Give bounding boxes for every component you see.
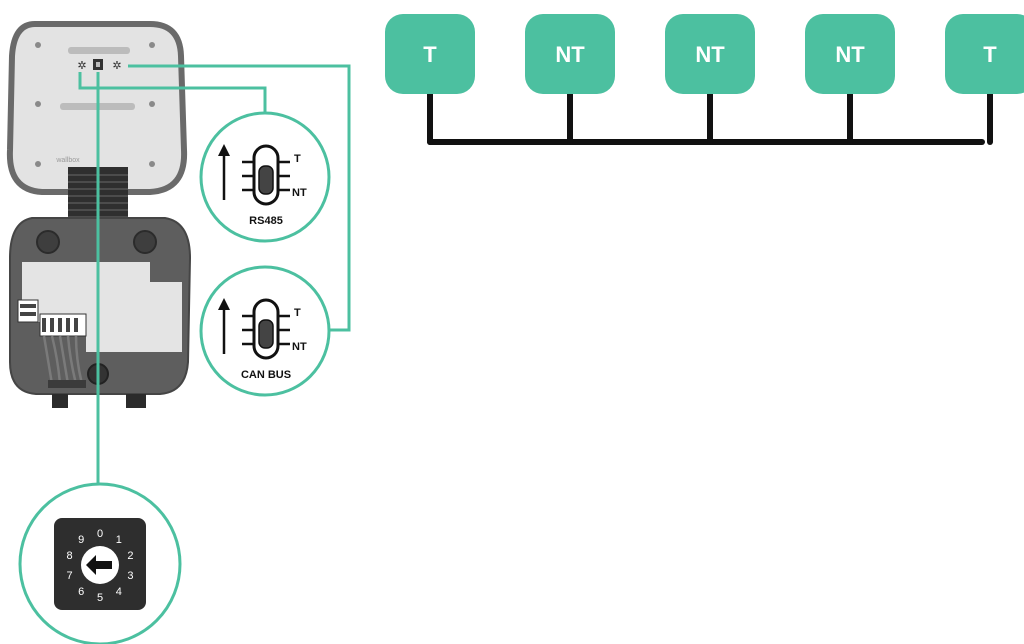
rotary-digit: 8 — [67, 550, 73, 562]
cover-slot-top — [68, 47, 130, 54]
rotary-digit: 6 — [78, 586, 84, 598]
bus-topology: T NT NT NT T — [385, 14, 1024, 145]
switch-glyph-right: ✲ — [112, 60, 121, 72]
base-mount-hole — [36, 230, 60, 254]
arrow-up-icon — [218, 298, 230, 310]
bus-node-label: NT — [695, 42, 725, 67]
bus-node-box — [385, 14, 475, 94]
rotary-digit: 4 — [116, 586, 122, 598]
rotary-digit: 3 — [127, 570, 133, 582]
bus-node-box — [805, 14, 895, 94]
switch-nt-label: NT — [292, 341, 307, 353]
bus-node-box — [665, 14, 755, 94]
switch-t-label: T — [294, 307, 301, 319]
bus-node: T — [385, 14, 475, 145]
rs485-switch-callout: T NT RS485 — [199, 111, 331, 243]
cover-screw — [35, 42, 41, 48]
bus-node: T — [945, 14, 1024, 145]
canbus-callout-line — [128, 64, 351, 332]
bus-node: NT — [665, 14, 755, 145]
base-mount-hole — [133, 230, 157, 254]
dip-switch-knob — [258, 165, 274, 195]
switch-t-label: T — [294, 153, 301, 165]
arrow-up-icon — [218, 144, 230, 156]
canbus-label: CAN BUS — [241, 369, 291, 381]
bus-node-label: T — [423, 42, 437, 67]
rs485-callout-line — [78, 72, 267, 112]
bus-node-label: NT — [555, 42, 585, 67]
cover-screw — [149, 161, 155, 167]
callout-lines — [78, 64, 351, 484]
rotary-digit: 9 — [78, 534, 84, 546]
rotary-digit: 0 — [97, 528, 103, 540]
bus-node-box — [525, 14, 615, 94]
bus-node-label: NT — [835, 42, 865, 67]
bus-node: NT — [805, 14, 895, 145]
rotary-digit-ring: 0 12 34 5 67 89 — [67, 528, 134, 604]
cover-screw — [149, 101, 155, 107]
bus-node-box — [945, 14, 1024, 94]
cover-screw — [149, 42, 155, 48]
rs485-label: RS485 — [249, 215, 283, 227]
charger-foot — [126, 394, 146, 408]
canbus-switch-callout: T NT CAN BUS — [199, 265, 331, 397]
cover-screw — [35, 101, 41, 107]
rotary-digit: 7 — [67, 570, 73, 582]
bus-node-list: T NT NT NT T — [385, 14, 1024, 145]
switch-glyph-left: ✲ — [77, 60, 86, 72]
rotary-selector-callout: 0 12 34 5 67 89 — [18, 482, 182, 644]
cover-switch-cluster: ✲ ✲ — [77, 59, 122, 72]
base-inner-panel — [22, 262, 182, 352]
rotary-digit: 1 — [116, 534, 122, 546]
bus-node-label: T — [983, 42, 997, 67]
rotary-digit: 2 — [127, 550, 133, 562]
bus-node: NT — [525, 14, 615, 145]
brand-logo: wallbox — [55, 157, 80, 164]
rotary-digit: 5 — [97, 592, 103, 604]
wire-bundle — [42, 335, 84, 385]
charger-device: wallbox ✲ ✲ — [6, 21, 192, 408]
terminal-block — [17, 299, 87, 337]
cover-screw — [35, 161, 41, 167]
rotary-pointer-arrow-icon — [86, 555, 112, 575]
charger-foot — [52, 394, 68, 408]
switch-nt-label: NT — [292, 187, 307, 199]
dip-switch-knob — [258, 319, 274, 349]
